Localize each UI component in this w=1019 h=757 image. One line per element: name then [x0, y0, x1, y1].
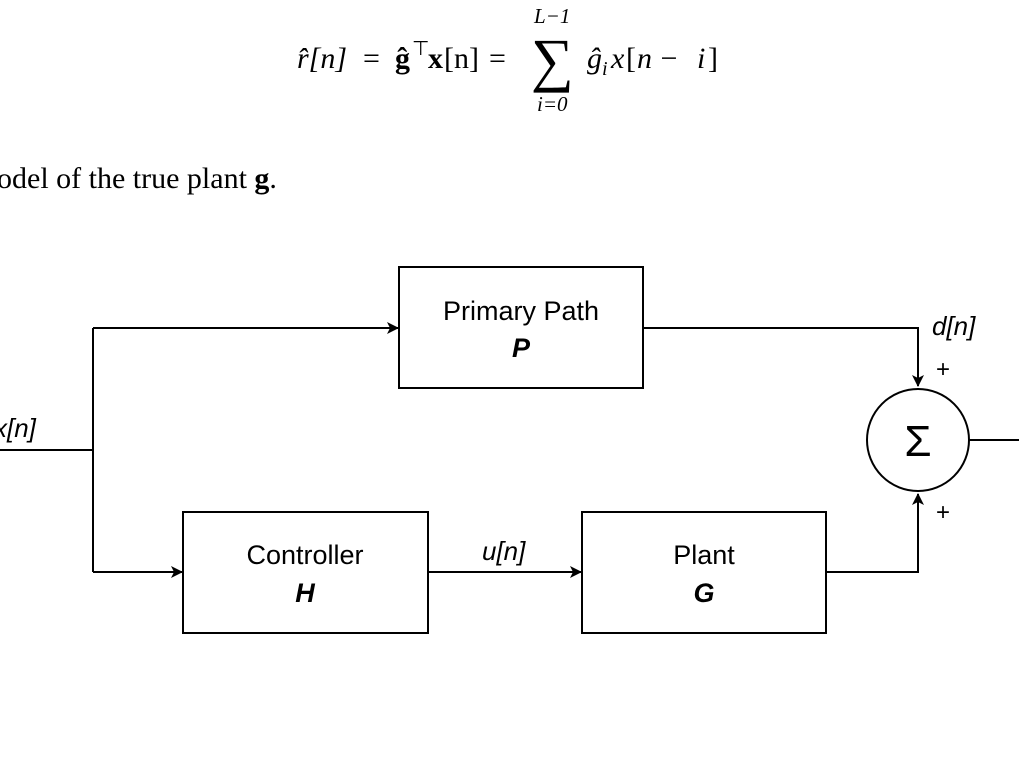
signal-label-control: u[n]	[482, 536, 526, 566]
signal-label-disturbance: d[n]	[932, 311, 976, 341]
wire-primary-to-sum	[643, 327, 924, 387]
sum-upper-limit: L−1	[534, 4, 571, 28]
summation-symbol: ∑	[531, 27, 574, 93]
x-argument: [n]	[444, 42, 479, 75]
plus-sign-bottom: +	[936, 499, 950, 526]
summing-circle	[866, 388, 970, 492]
equals-sign: =	[489, 42, 506, 75]
summand-x: x	[611, 42, 625, 75]
controller-box	[182, 511, 429, 634]
primary-path-box	[398, 266, 644, 389]
summing-junction: Σ + +	[866, 356, 970, 526]
summand-subscript: i	[602, 58, 608, 80]
prose-bold-g: g	[254, 162, 270, 195]
summand-minus: −	[653, 42, 685, 75]
summand-n: n	[637, 42, 652, 75]
plant-block: Plant G	[581, 511, 827, 634]
summand-g: ĝ	[587, 42, 602, 75]
plant-label: Plant	[673, 540, 735, 570]
wire-plant-to-sum	[826, 493, 924, 573]
summand-i: i	[697, 42, 706, 75]
prose-text: odel of the true plant	[0, 162, 255, 195]
summand-bracket-open: [	[626, 42, 636, 75]
controller-label: Controller	[246, 540, 363, 570]
x-vector: x	[428, 42, 443, 75]
g-hat-vector: ĝ	[395, 42, 410, 75]
plant-box	[581, 511, 827, 634]
primary-path-block: Primary Path P	[398, 266, 644, 389]
sum-lower-limit: i=0	[537, 92, 568, 116]
controller-block: Controller H	[182, 511, 429, 634]
transpose-mark: ⊤	[412, 38, 430, 60]
equals-sign: =	[363, 42, 380, 75]
controller-symbol: H	[295, 578, 315, 608]
signal-label-input: x[n]	[0, 413, 37, 443]
primary-path-symbol: P	[512, 333, 531, 363]
plant-symbol: G	[693, 578, 714, 608]
equation: r̂[n] = ĝ ⊤ x [n] = L−1 ∑ i=0 ĝ i x [ n …	[297, 0, 757, 125]
plus-sign-top: +	[936, 356, 950, 383]
summand-bracket-close: ]	[708, 42, 718, 75]
equation-lhs: r̂[n]	[297, 42, 348, 75]
sigma-icon: Σ	[904, 417, 931, 466]
primary-path-label: Primary Path	[443, 296, 599, 326]
prose-line: odel of the true plant g.	[0, 162, 277, 196]
prose-period: .	[269, 162, 277, 195]
